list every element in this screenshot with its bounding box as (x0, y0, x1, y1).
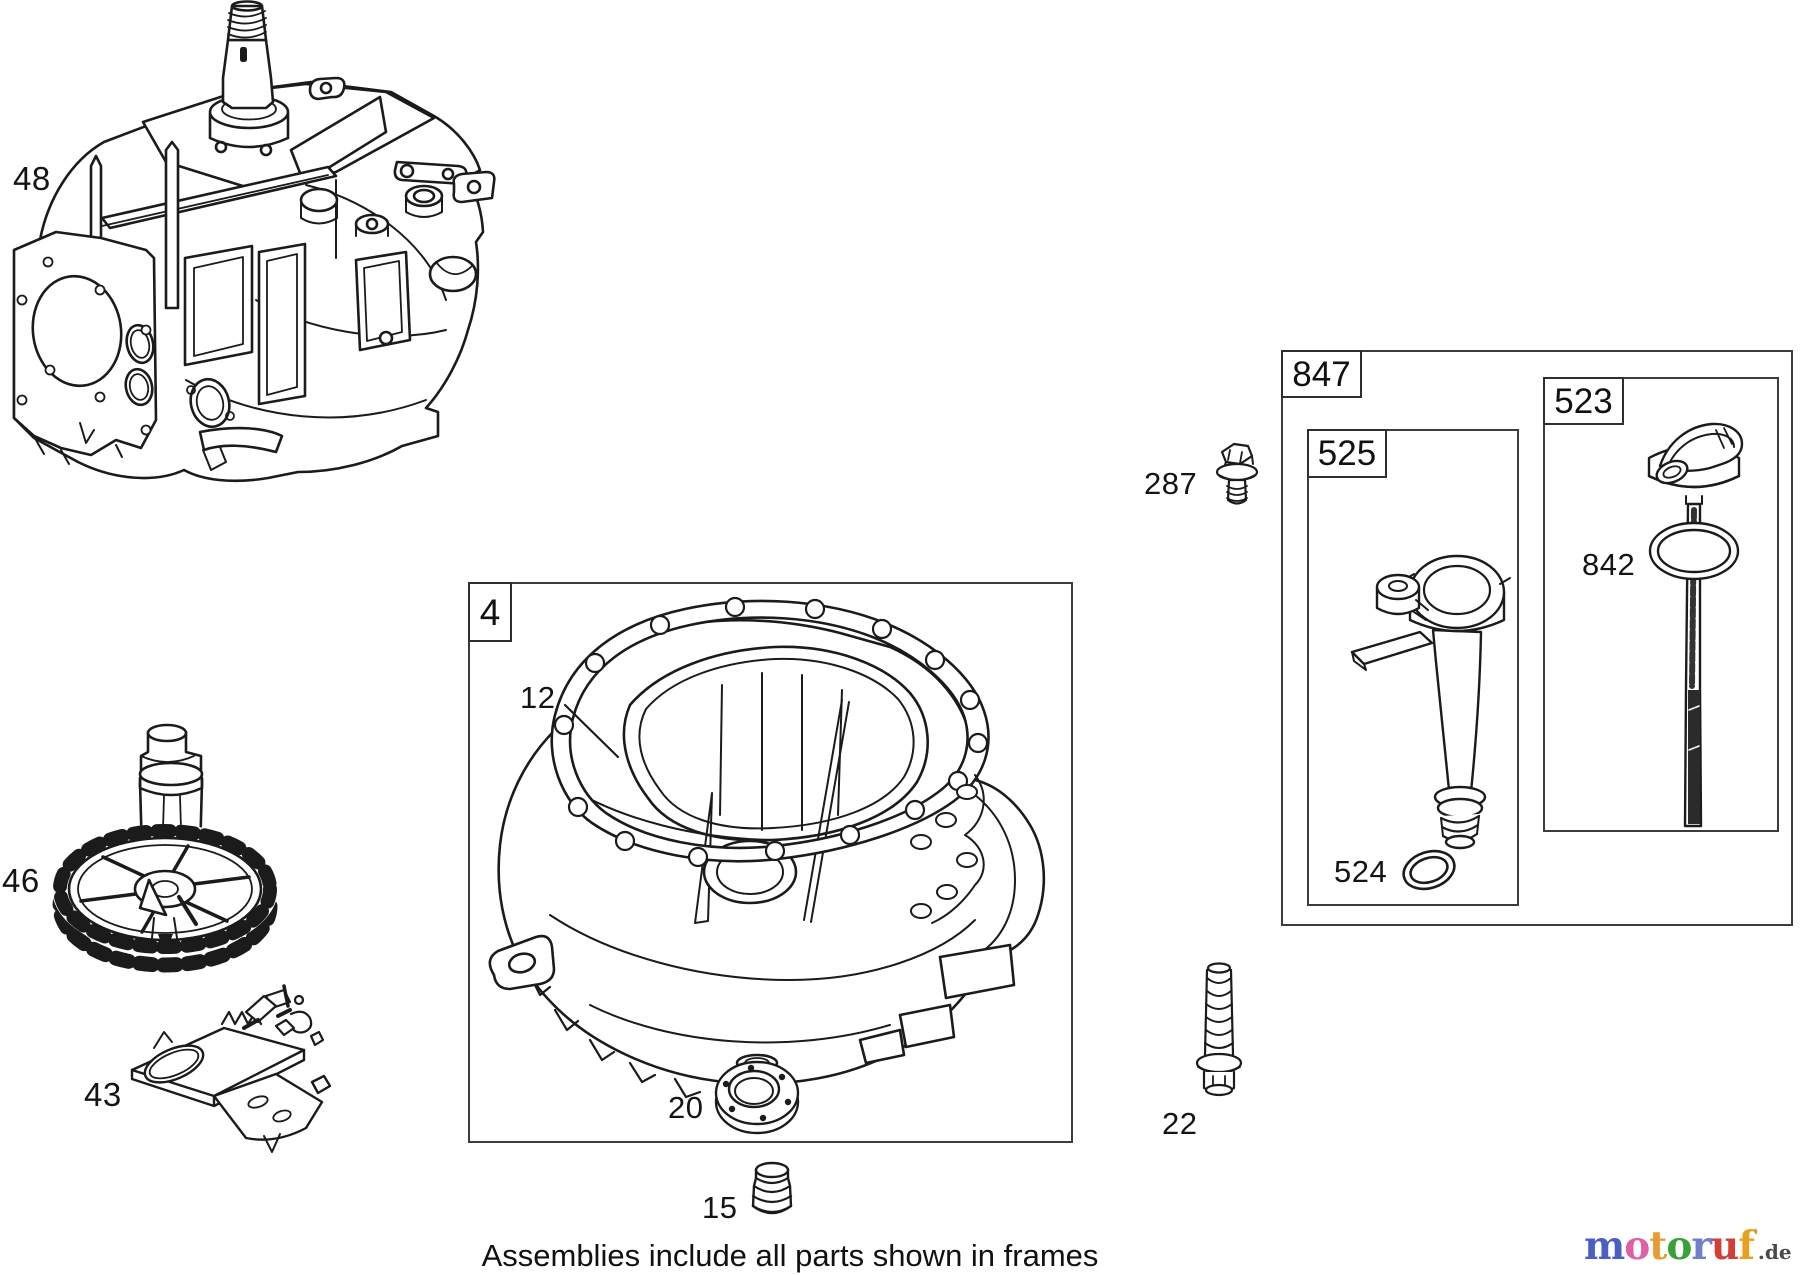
frame-fill-tube (1307, 429, 1519, 906)
part-label-crankcase: 48 (13, 160, 51, 197)
logo-letter: o (1666, 1223, 1692, 1269)
bracket-drawing (126, 986, 346, 1158)
frame-label-oil-fill: 847 (1281, 350, 1362, 398)
fill-tube-oring-drawing (1400, 848, 1458, 892)
camshaft-gear-drawing (52, 712, 278, 984)
crankcase-drawing (6, 0, 498, 486)
logo-tick: ' (1754, 1227, 1758, 1243)
logo-letter: t (1649, 1223, 1667, 1269)
bolt-drawing (1192, 960, 1248, 1100)
part-label-oring-tube: 524 (1334, 854, 1388, 889)
part-label-bolt: 22 (1162, 1106, 1198, 1141)
frame-label-sump: 4 (468, 582, 512, 642)
logo-letter: r (1691, 1223, 1712, 1269)
logo-letter: o (1624, 1223, 1650, 1269)
frame-oil-fill (1281, 350, 1793, 926)
sump-drawing (470, 585, 1075, 1137)
frame-label-fill-tube: 525 (1307, 429, 1387, 478)
logo-letter: u (1710, 1223, 1739, 1269)
part-label-oring-dipstick: 842 (1582, 547, 1636, 582)
motoruf-logo[interactable]: motoruf'.de (1584, 1227, 1792, 1266)
frame-sump (468, 582, 1073, 1143)
part-label-plug: 15 (702, 1190, 738, 1225)
screw-drawing (1212, 438, 1262, 514)
part-label-gasket: 12 (520, 680, 556, 715)
plug-drawing (744, 1158, 800, 1232)
part-label-screw: 287 (1144, 466, 1198, 501)
logo-suffix: .de (1757, 1240, 1792, 1264)
frame-label-dipstick: 523 (1543, 377, 1624, 425)
part-label-bracket: 43 (84, 1076, 122, 1113)
part-label-camshaft-gear: 46 (2, 862, 40, 899)
frame-dipstick (1543, 377, 1779, 832)
logo-letter: f (1738, 1223, 1755, 1269)
fill-tube-drawing (1330, 480, 1508, 875)
part-label-bearing: 20 (668, 1090, 704, 1125)
logo-letter: m (1584, 1223, 1625, 1269)
bearing-drawing (713, 1053, 805, 1139)
dipstick-drawing (1630, 408, 1765, 833)
footer-note: Assemblies include all parts shown in fr… (481, 1238, 1099, 1273)
